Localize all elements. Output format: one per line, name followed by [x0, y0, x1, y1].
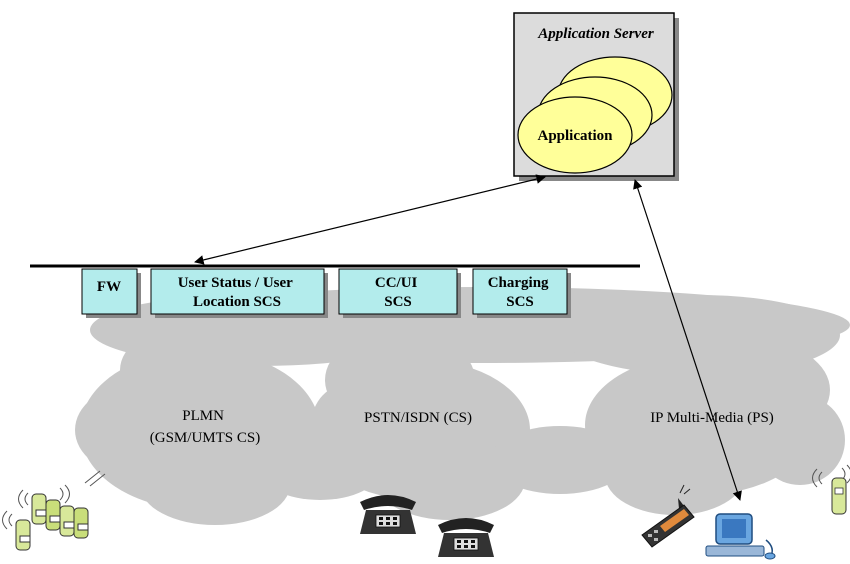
scs-box-cc-ui: CC/UI SCS [338, 268, 461, 318]
network-label-pstn: PSTN/ISDN (CS) [364, 410, 472, 426]
arrow-server-to-scs [194, 174, 546, 265]
mobile-phone-icon [812, 464, 850, 515]
desk-phone-icon [360, 495, 416, 534]
pda-icon [641, 484, 695, 548]
arrow-server-to-ip-terminal [633, 179, 742, 501]
scs-box-label: User Status / User Location SCS [178, 275, 297, 310]
scs-box-label: Charging SCS [488, 275, 553, 310]
network-label-plmn: PLMN (GSM/UMTS CS) [150, 408, 260, 446]
mobile-phones-icon [2, 470, 106, 551]
desk-phone-icon [438, 518, 494, 557]
scs-box-label: CC/UI SCS [375, 275, 421, 310]
application-server: Application Server Application [513, 12, 679, 181]
scs-box-charging: Charging SCS [472, 268, 571, 318]
application-server-title: Application Server [537, 26, 654, 42]
scs-box-user-status: User Status / User Location SCS [150, 268, 328, 318]
application-label: Application [537, 128, 613, 144]
application-ellipse-front [517, 96, 633, 174]
scs-box-label: FW [97, 279, 121, 295]
computer-icon [705, 513, 776, 560]
network-label-ip: IP Multi-Media (PS) [650, 410, 774, 426]
scs-box-fw: FW [81, 268, 141, 318]
network-cloud [75, 287, 850, 525]
